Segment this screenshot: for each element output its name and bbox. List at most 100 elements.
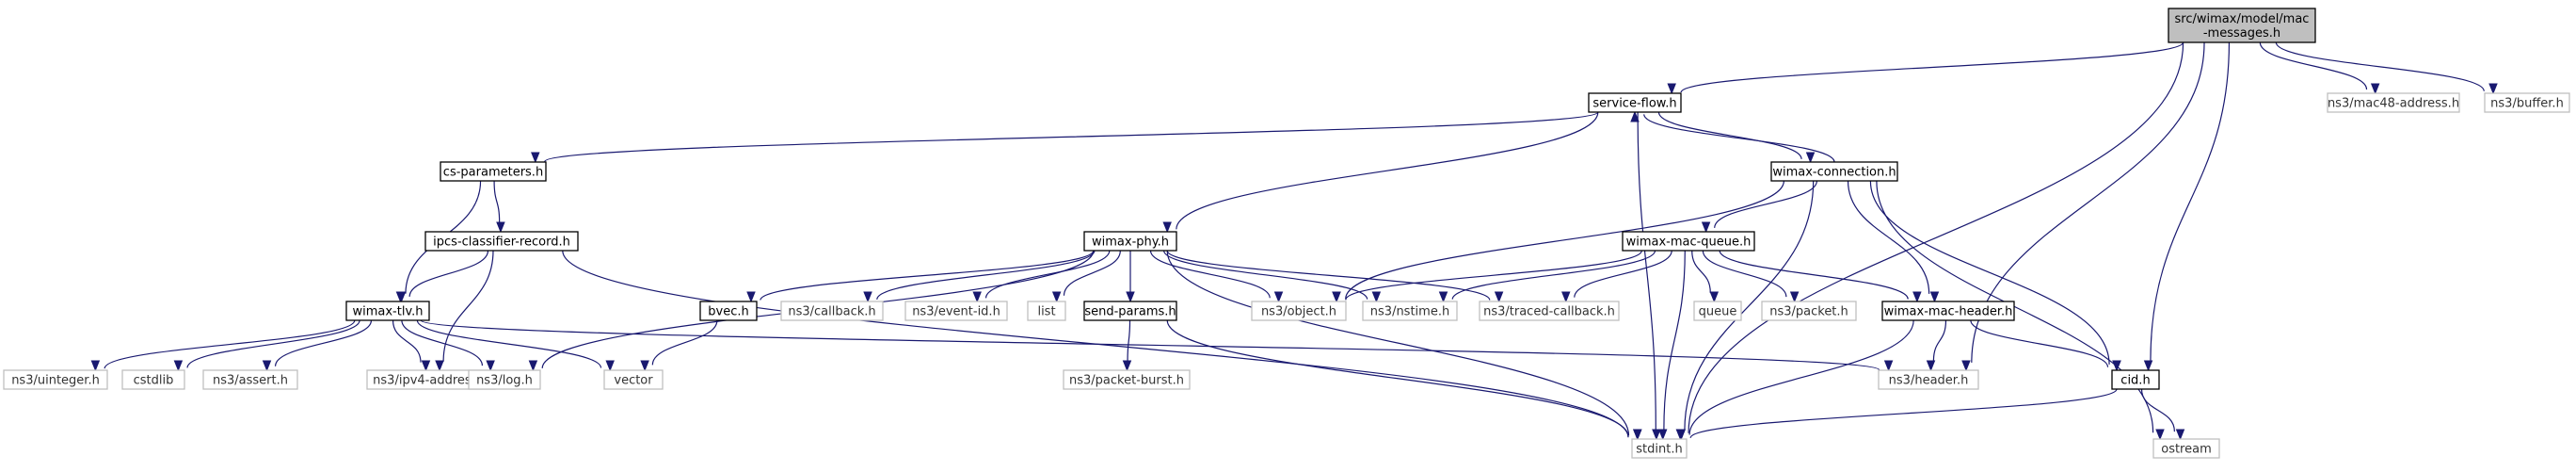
node-label: ns3/packet.h <box>1769 305 1848 319</box>
node-label: queue <box>1699 305 1737 319</box>
node-label: bvec.h <box>708 305 748 319</box>
node-list: list <box>1027 301 1066 321</box>
edge-wimax_mac_queue-to-wimax_mac_header <box>1719 250 1922 303</box>
node-cs-params[interactable]: cs-parameters.h <box>440 161 547 182</box>
edge-service_flow-to-wimax_conn <box>1657 111 1816 164</box>
edge-line <box>1163 250 1368 300</box>
node-label: wimax-mac-header.h <box>1884 305 2013 319</box>
arrowhead <box>1709 291 1720 303</box>
node-label: ns3/uinteger.h <box>11 374 100 388</box>
node-ipcs[interactable]: ipcs-classifier-record.h <box>424 231 579 252</box>
edge-line <box>1063 250 1121 296</box>
edge-line <box>1719 250 1909 300</box>
edge-line <box>1689 388 2118 439</box>
arrowhead <box>528 360 538 372</box>
node-buffer: ns3/buffer.h <box>2484 92 2570 113</box>
edge-line <box>2150 41 2231 362</box>
edge-line <box>401 319 484 366</box>
node-event-id: ns3/event-id.h <box>904 301 1008 321</box>
node-wimax-mac-header[interactable]: wimax-mac-header.h <box>1881 301 2015 321</box>
node-label: ns3/nstime.h <box>1370 305 1449 319</box>
node-traced-cb: ns3/traced-callback.h <box>1479 301 1620 321</box>
node-label: -messages.h <box>2203 26 2280 41</box>
node-box <box>699 301 758 321</box>
edge-ipcs-to-ipv4 <box>435 250 494 372</box>
arrowhead <box>1126 291 1135 303</box>
edge-wimax_phy-to-list <box>1051 250 1121 303</box>
node-box <box>424 231 579 252</box>
arrowhead <box>1926 360 1936 372</box>
arrowhead <box>486 360 495 372</box>
edge-line <box>1688 319 1914 435</box>
edge-line <box>493 180 501 223</box>
edge-ipcs-to-stdint <box>562 250 1642 441</box>
node-box <box>2111 369 2160 390</box>
node-root[interactable]: src/wimax/model/mac-messages.h <box>2168 8 2316 43</box>
edge-wimax_conn-to-cid <box>1869 180 2121 372</box>
edge-wimax_phy-to-stdint <box>1166 250 1642 441</box>
node-object: ns3/object.h <box>1251 301 1347 321</box>
node-cid[interactable]: cid.h <box>2111 369 2160 390</box>
node-label: ns3/event-id.h <box>912 305 1000 319</box>
node-box <box>1027 301 1066 321</box>
edge-wimax_mac_queue-to-packet <box>1702 250 1800 303</box>
edge-line <box>2140 388 2175 432</box>
node-box <box>1770 161 1898 182</box>
node-wimax-mac-queue[interactable]: wimax-mac-queue.h <box>1622 231 1755 252</box>
node-wimax-tlv[interactable]: wimax-tlv.h <box>345 301 430 321</box>
node-label: ns3/log.h <box>476 374 533 388</box>
node-label: cs-parameters.h <box>443 166 543 180</box>
node-box <box>1878 369 1979 390</box>
edges-layer <box>90 41 2498 441</box>
node-service-flow[interactable]: service-flow.h <box>1588 92 1682 113</box>
arrowhead <box>2143 360 2153 372</box>
arrowhead <box>1676 429 1686 441</box>
edge-line <box>1345 250 1642 301</box>
edge-cid-to-stdint <box>1676 388 2118 441</box>
edge-line <box>392 319 422 363</box>
node-box <box>1631 438 1688 459</box>
arrowhead <box>1929 291 1940 303</box>
node-label: ns3/callback.h <box>788 305 875 319</box>
node-box <box>3 369 108 390</box>
node-label: cstdlib <box>134 374 174 388</box>
edge-service_flow-to-stdint <box>1637 111 1661 441</box>
node-send-params[interactable]: send-params.h <box>1083 301 1177 321</box>
edge-cs_params-to-ipcs <box>493 180 505 234</box>
edge-wimax_mac_header-to-cid <box>1970 319 2121 372</box>
node-box <box>121 369 185 390</box>
arrowhead <box>2112 360 2121 372</box>
edge-line <box>1691 250 1711 293</box>
edge-root-to-mac48 <box>2259 41 2380 95</box>
arrowhead <box>746 291 756 303</box>
arrowhead <box>1162 221 1172 234</box>
node-box <box>202 369 298 390</box>
edge-line <box>186 319 360 368</box>
edge-wimax_mac_queue-to-object <box>1332 250 1642 303</box>
node-box <box>468 369 541 390</box>
edge-wimax_phy-to-nstime <box>1163 250 1382 303</box>
node-bvec[interactable]: bvec.h <box>699 301 758 321</box>
edge-line <box>651 319 718 366</box>
edge-wimax_mac_queue-to-traced_cb <box>1561 250 1672 303</box>
node-box <box>440 161 547 182</box>
node-label: ipcs-classifier-record.h <box>433 236 570 250</box>
node-label: list <box>1037 305 1055 319</box>
arrowhead <box>2175 429 2185 441</box>
node-assert: ns3/assert.h <box>202 369 298 390</box>
node-wimax-phy[interactable]: wimax-phy.h <box>1083 231 1177 252</box>
arrowhead <box>605 360 615 372</box>
edge-line <box>2259 41 2368 90</box>
edge-root-to-header <box>1961 41 2205 372</box>
edge-line <box>1637 111 1656 431</box>
node-ipv4: ns3/ipv4-address.h <box>366 369 496 390</box>
arrowhead <box>173 360 184 372</box>
edge-wimax_tlv-to-log <box>401 319 495 372</box>
arrowhead <box>1657 429 1668 441</box>
arrowhead <box>496 221 505 234</box>
edge-line <box>274 319 373 366</box>
arrowhead <box>421 360 431 372</box>
node-label: service-flow.h <box>1592 97 1676 111</box>
node-wimax-conn[interactable]: wimax-connection.h <box>1770 161 1898 182</box>
arrowhead <box>972 291 982 303</box>
